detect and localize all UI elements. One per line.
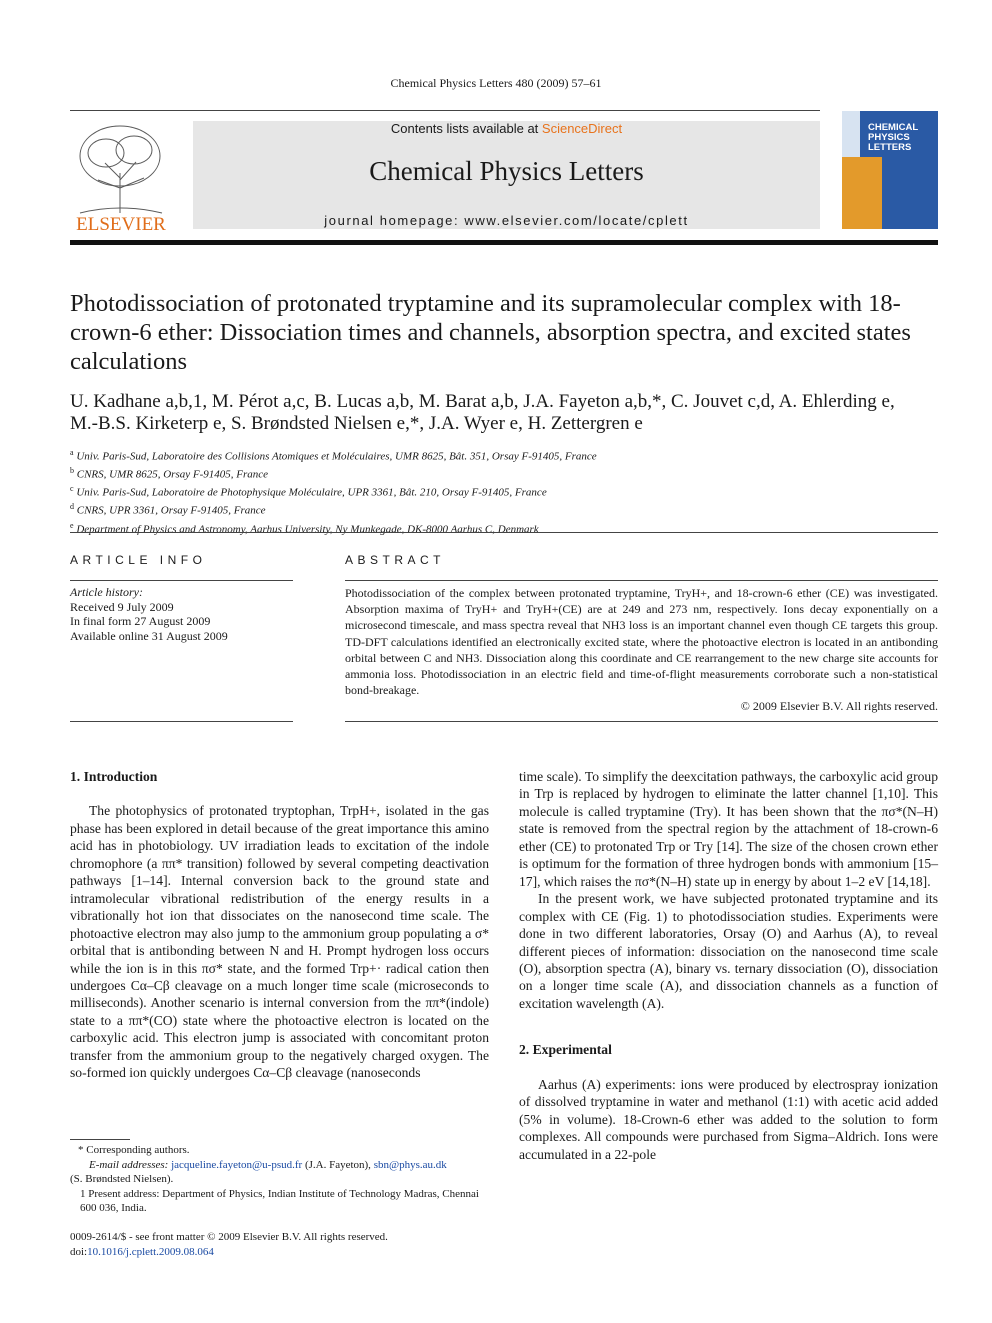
email-note: E-mail addresses: jacqueline.fayeton@u-p… — [89, 1158, 447, 1171]
affiliation: a Univ. Paris-Sud, Laboratoire des Colli… — [70, 448, 597, 463]
doi-link[interactable]: 10.1016/j.cplett.2009.08.064 — [87, 1245, 214, 1258]
intro-paragraph: In the present work, we have subjected p… — [519, 891, 938, 1011]
elsevier-logo: ELSEVIER — [70, 118, 172, 236]
intro-paragraph: The photophysics of protonated tryptopha… — [70, 803, 489, 1081]
history-item: In final form 27 August 2009 — [70, 614, 211, 628]
right-column: time scale). To simplify the deexcitatio… — [519, 768, 938, 1163]
intro-continued: time scale). To simplify the deexcitatio… — [519, 769, 938, 889]
affiliation: e Department of Physics and Astronomy, A… — [70, 520, 539, 536]
abstract-body: Photodissociation of the complex between… — [345, 585, 938, 715]
top-rule — [70, 110, 820, 111]
cover-title: CHEMICAL PHYSICS LETTERS — [868, 123, 918, 153]
left-column: 1. Introduction The photophysics of prot… — [70, 768, 489, 1082]
history-item: Available online 31 August 2009 — [70, 628, 228, 643]
article-info-heading: ARTICLE INFO — [70, 553, 207, 567]
present-address-note: 1 Present address: Department of Physics… — [80, 1187, 479, 1215]
article-title: Photodissociation of protonated tryptami… — [70, 290, 911, 375]
journal-cover-image: CHEMICAL PHYSICS LETTERS — [842, 111, 938, 229]
sciencedirect-link[interactable]: ScienceDirect — [541, 121, 623, 136]
article-metadata: 0009-2614/$ - see front matter © 2009 El… — [70, 1230, 570, 1259]
article-info-rule — [70, 721, 293, 722]
experimental-heading: 2. Experimental — [519, 1042, 612, 1058]
cover-title-line: PHYSICS — [868, 132, 910, 143]
email-link[interactable]: jacqueline.fayeton@u-psud.fr — [171, 1158, 303, 1171]
abstract-rule — [345, 721, 938, 722]
section-rule — [70, 532, 938, 533]
article-history: Article history: Received 9 July 2009 In… — [70, 585, 293, 643]
header-thick-rule — [70, 240, 938, 245]
journal-title: Chemical Physics Letters — [369, 156, 644, 186]
cover-title-line: CHEMICAL — [868, 122, 919, 133]
copyright: © 2009 Elsevier B.V. All rights reserved… — [740, 699, 938, 714]
affiliation: d CNRS, UPR 3361, Orsay F-91405, France — [70, 502, 266, 518]
abstract-heading: ABSTRACT — [345, 553, 446, 567]
history-item: Received 9 July 2009 — [70, 599, 174, 614]
cover-orange-panel — [842, 157, 882, 229]
history-heading: Article history: — [70, 585, 143, 599]
abstract-rule — [345, 580, 938, 581]
author-line: M.-B.S. Kirketerp e, S. Brøndsted Nielse… — [70, 413, 643, 434]
affiliation: c Univ. Paris-Sud, Laboratoire de Photop… — [70, 484, 547, 499]
corresponding-note: * Corresponding authors. — [78, 1144, 190, 1156]
footnote-rule — [70, 1139, 130, 1140]
affiliation: b CNRS, UMR 8625, Orsay F-91405, France — [70, 466, 269, 481]
contents-prefix: Contents lists available at — [390, 121, 542, 136]
journal-reference: Chemical Physics Letters 480 (2009) 57–6… — [390, 76, 602, 90]
cover-title-line: LETTERS — [868, 142, 912, 153]
email-owner-note: (S. Brøndsted Nielsen). — [70, 1173, 174, 1185]
issn-line: 0009-2614/$ - see front matter © 2009 El… — [70, 1231, 388, 1243]
journal-header-box — [193, 121, 820, 229]
abstract-text: Photodissociation of the complex between… — [345, 586, 938, 698]
contents-line: Contents lists available at ScienceDirec… — [193, 121, 820, 136]
doi-line: doi:10.1016/j.cplett.2009.08.064 — [70, 1245, 214, 1258]
article-info-rule — [70, 580, 293, 581]
journal-homepage[interactable]: journal homepage: www.elsevier.com/locat… — [324, 213, 689, 228]
author-list: U. Kadhane a,b,1, M. Pérot a,c, B. Lucas… — [70, 391, 940, 435]
experimental-paragraph: Aarhus (A) experiments: ions were produc… — [519, 1076, 938, 1162]
intro-heading: 1. Introduction — [70, 769, 158, 784]
elsevier-logo-text: ELSEVIER — [76, 214, 166, 235]
affiliations: a Univ. Paris-Sud, Laboratoire des Colli… — [70, 446, 940, 537]
author-line: U. Kadhane a,b,1, M. Pérot a,c, B. Lucas… — [70, 391, 895, 412]
email-link[interactable]: sbn@phys.au.dk — [373, 1158, 447, 1171]
footnotes: * Corresponding authors. E-mail addresse… — [70, 1143, 489, 1216]
